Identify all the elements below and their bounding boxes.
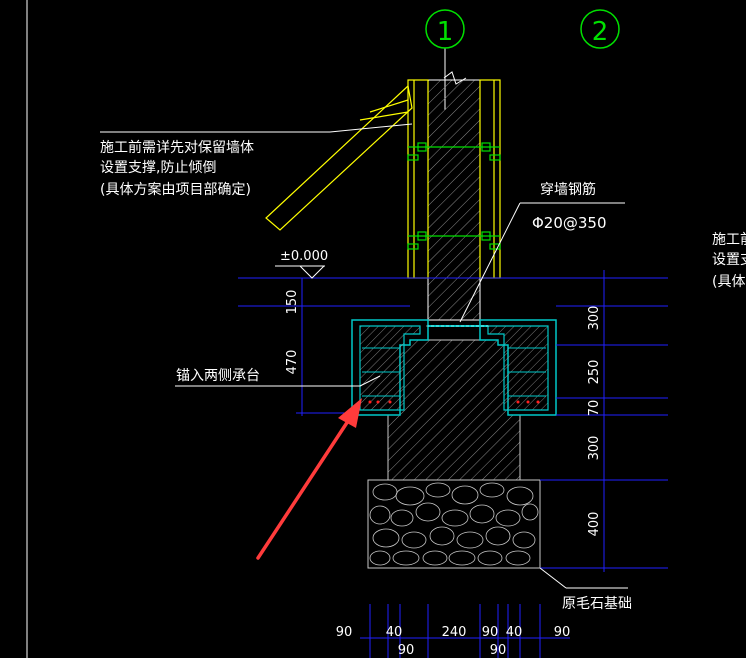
dim-right-70: 70 <box>587 400 602 417</box>
dimension-lines <box>238 270 668 658</box>
annotations: 施工前需详先对保留墙体 设置支撑,防止倾倒 (具体方案由项目部确定) 穿墙钢筋 … <box>100 139 746 612</box>
grid-label-1: 1 <box>437 17 454 47</box>
dim-bottom-4: 90 <box>482 625 499 640</box>
dim-right-300a: 300 <box>587 306 602 331</box>
dim-left-470: 470 <box>285 350 300 375</box>
grid-axis-1: 1 <box>425 9 465 110</box>
note-right-line3: (具体 <box>712 274 745 290</box>
note-right-line2: 设置支 <box>712 252 746 268</box>
dim-bottom-1: 90 <box>336 625 353 640</box>
grid-axis-2: 2 <box>580 9 620 49</box>
note-rebar-spec: Φ20@350 <box>532 214 607 232</box>
red-pointer-arrow-icon <box>256 398 362 560</box>
note-support-line3: (具体方案由项目部确定) <box>100 181 251 198</box>
dim-bottom-8: 90 <box>490 643 507 658</box>
dims-left: 150 470 <box>285 290 300 375</box>
dim-bottom-6: 90 <box>554 625 571 640</box>
elevation-mark: ±0.000 <box>280 249 328 264</box>
dim-left-150: 150 <box>285 290 300 315</box>
note-right-line1: 施工前 <box>712 231 746 248</box>
dim-right-300b: 300 <box>587 436 602 461</box>
note-support-line2: 设置支撑,防止倾倒 <box>100 160 216 176</box>
grid-bubble-icon <box>580 9 620 49</box>
note-foundation: 原毛石基础 <box>562 595 632 612</box>
break-line <box>443 71 467 85</box>
dim-right-400: 400 <box>587 512 602 537</box>
tie-bolts <box>407 142 501 250</box>
note-rebar-title: 穿墙钢筋 <box>540 181 596 198</box>
note-anchor: 锚入两侧承台 <box>176 368 260 384</box>
dim-bottom-7: 90 <box>398 643 415 658</box>
leader-lines <box>100 123 628 589</box>
dim-bottom-5: 40 <box>506 625 523 640</box>
rubble-stone-foundation <box>367 479 541 569</box>
dims-bottom: 90 40 240 90 40 90 90 90 <box>336 625 571 658</box>
dim-right-250: 250 <box>587 360 602 385</box>
retained-wall <box>427 71 481 321</box>
dim-bottom-3: 240 <box>442 625 467 640</box>
right-pile-cap <box>479 319 557 416</box>
dims-right: 300 250 70 300 400 <box>587 306 602 537</box>
dim-bottom-2: 40 <box>386 625 403 640</box>
note-support-line1: 施工前需详先对保留墙体 <box>100 139 254 156</box>
grid-bubble-icon <box>425 9 465 49</box>
grid-label-2: 2 <box>592 17 609 47</box>
